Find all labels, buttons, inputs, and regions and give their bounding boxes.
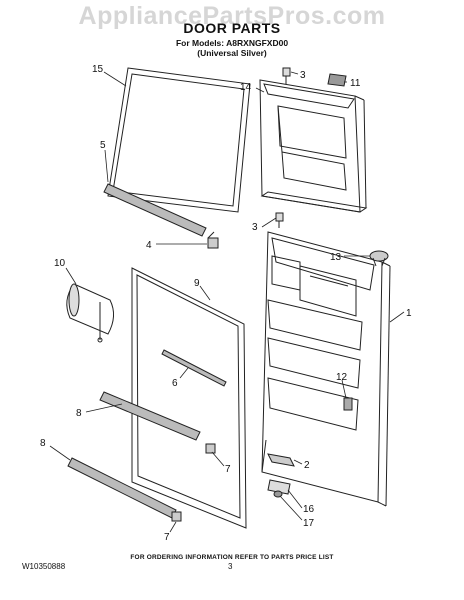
variant-line: (Universal Silver)	[197, 48, 267, 58]
part-2-hinge-bracket	[267, 453, 295, 467]
part-3-top-hinge-pin	[282, 67, 291, 84]
part-17-screw	[273, 490, 283, 498]
part-12-latch	[343, 397, 353, 411]
callout-11: 11	[350, 78, 361, 89]
part-8-lower-strip	[67, 457, 177, 519]
callout-2: 2	[304, 460, 310, 471]
document-number: W10350888	[22, 562, 66, 571]
watermark: AppliancePartsPros.com	[78, 2, 386, 30]
callout-10: 10	[54, 258, 66, 269]
callout-5: 5	[100, 140, 106, 151]
callout-14: 14	[240, 82, 252, 93]
part-4-clip	[207, 231, 219, 249]
callout-3-mid: 3	[252, 222, 258, 233]
callout-12: 12	[336, 372, 348, 383]
callout-4: 4	[146, 240, 152, 251]
models-line: For Models: A8RXNGFXD00	[175, 38, 289, 48]
callout-3-top: 3	[300, 70, 306, 81]
part-5-freezer-strip	[103, 183, 207, 237]
page-title: DOOR PARTS	[183, 20, 281, 36]
callout-17: 17	[303, 518, 315, 529]
leader-lines	[49, 71, 405, 533]
callout-16: 16	[303, 504, 315, 515]
part-6-strip	[161, 349, 227, 387]
callout-13: 13	[330, 252, 342, 263]
part-10-butter-door	[66, 283, 114, 343]
part-11-cap	[327, 73, 347, 87]
callout-labels: 15 5 3 11 14 3 4 13 10 9 6 12 1 8 8 7 2 …	[40, 64, 412, 543]
callout-15: 15	[92, 64, 104, 75]
ordering-note: FOR ORDERING INFORMATION REFER TO PARTS …	[130, 554, 334, 561]
part-1-fresh-food-door	[261, 231, 391, 507]
callout-8-upper: 8	[76, 408, 82, 419]
part-7-upper-clip	[205, 443, 216, 454]
part-7-lower-clip	[171, 511, 182, 522]
callout-7-upper: 7	[225, 464, 231, 475]
part-13-hinge-cover	[369, 250, 389, 267]
part-8-upper-strip	[99, 391, 201, 441]
callout-1: 1	[406, 308, 412, 319]
part-15-freezer-gasket	[107, 67, 251, 213]
part-3-mid-hinge-pin	[275, 212, 284, 228]
part-9-fresh-food-gasket	[131, 267, 247, 529]
callout-9: 9	[194, 278, 200, 289]
part-16-hinge	[267, 479, 291, 495]
callout-6: 6	[172, 378, 178, 389]
callout-8-lower: 8	[40, 438, 46, 449]
callout-7-lower: 7	[164, 532, 170, 543]
part-14-freezer-door	[259, 79, 368, 213]
page-number: 3	[228, 562, 233, 571]
